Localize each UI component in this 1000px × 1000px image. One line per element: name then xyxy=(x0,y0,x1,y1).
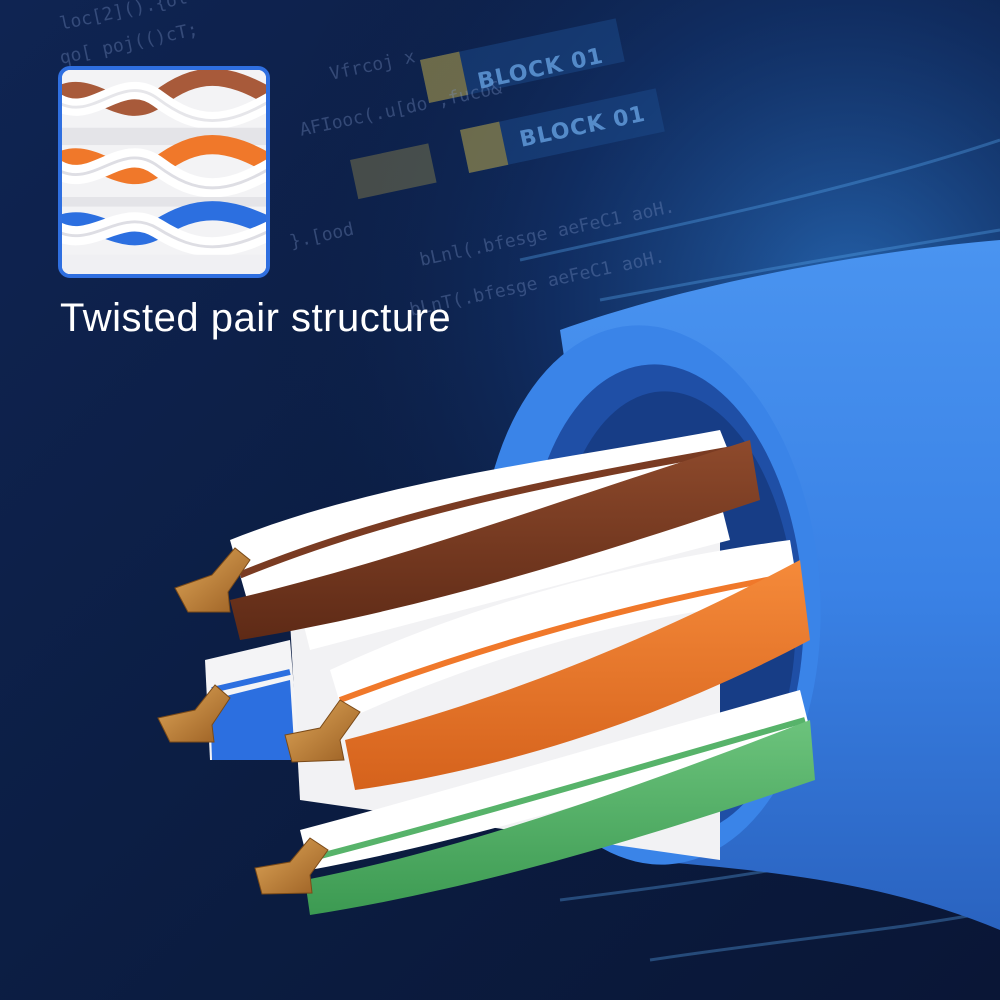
caption-title: Twisted pair structure xyxy=(60,296,452,340)
twisted-pair-inset xyxy=(58,66,270,278)
twisted-pair-illustration xyxy=(62,70,266,274)
